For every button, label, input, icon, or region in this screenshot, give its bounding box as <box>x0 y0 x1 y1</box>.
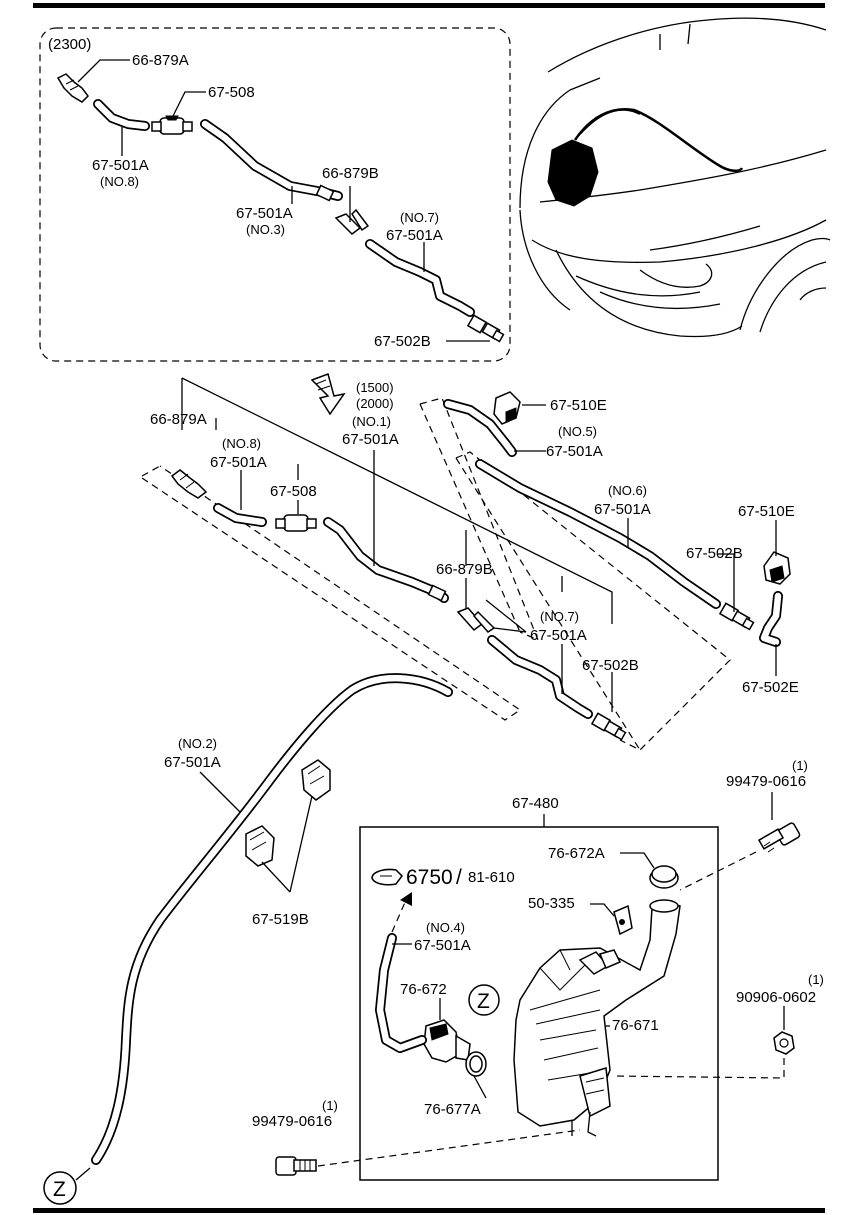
tank-76-671 <box>513 899 681 1137</box>
middle-hose-group: (1500) (2000) (NO.1) 67-501A 66-879A (NO… <box>141 373 799 751</box>
label-67-519b: 67-519B <box>252 911 309 928</box>
label-variant-1500: (1500) <box>356 380 394 395</box>
label-ref-slash: / <box>456 866 462 889</box>
label-66-879b: 66-879B <box>322 165 379 182</box>
connection-z-inside <box>468 984 500 1016</box>
top-border <box>33 3 825 8</box>
label-no1: (NO.1) <box>352 414 391 429</box>
clip-67-519b-upper <box>301 759 331 801</box>
label-76-672a: 76-672A <box>548 845 605 862</box>
label-no2: (NO.2) <box>178 736 217 751</box>
label-z-inside: Z <box>477 990 490 1013</box>
label-66-879a-mid: 66-879A <box>150 411 207 428</box>
label-67-501a-no2: 67-501A <box>164 754 221 771</box>
label-ref-81-610: 81-610 <box>468 869 515 886</box>
nozzle-67-510e-right <box>763 551 791 585</box>
variant-2300-dashed-box <box>39 27 511 362</box>
bottom-border <box>33 1208 825 1213</box>
nut-90906-0602 <box>773 1031 795 1055</box>
joint-66-879b-top <box>334 208 370 235</box>
label-no3: (NO.3) <box>246 222 285 237</box>
label-67-501a-no6: 67-501A <box>594 501 651 518</box>
label-66-879a: 66-879A <box>132 52 189 69</box>
direction-arrow <box>310 373 346 416</box>
ref-arrow-icon <box>371 868 403 886</box>
label-67-502b-mid: 67-502B <box>582 657 639 674</box>
bolt-99479-0616-upper <box>757 822 801 853</box>
label-qty-bolt-lower: (1) <box>322 1098 338 1113</box>
label-qty-nut: (1) <box>808 972 824 987</box>
label-variant-2000: (2000) <box>356 396 394 411</box>
label-67-501a-no5: 67-501A <box>546 443 603 460</box>
bolt-99479-0616-lower <box>275 1156 317 1176</box>
check-valve-67-508-top <box>151 115 193 135</box>
check-valve-67-508-mid <box>275 514 317 532</box>
joint-66-879a-top <box>56 73 89 103</box>
clip-67-519b-lower <box>245 825 275 867</box>
connection-z-bottom <box>43 1171 77 1205</box>
grommet-76-677a <box>465 1051 487 1077</box>
label-66-879b-mid: 66-879B <box>436 561 493 578</box>
bracket-50-335 <box>613 904 633 936</box>
label-no8: (NO.8) <box>100 174 139 189</box>
label-99479-0616-lower: 99479-0616 <box>252 1113 332 1130</box>
cap-76-672a <box>649 865 679 889</box>
label-50-335: 50-335 <box>528 895 575 912</box>
label-z-bottom: Z <box>53 1178 66 1201</box>
label-67-502b-right: 67-502B <box>686 545 743 562</box>
label-67-501a-no8-mid: 67-501A <box>210 454 267 471</box>
pump-76-672 <box>423 1019 471 1063</box>
joint-66-879a-mid <box>170 469 208 499</box>
label-no6: (NO.6) <box>608 483 647 498</box>
label-no7-mid: (NO.7) <box>540 609 579 624</box>
label-67-501a-no7: 67-501A <box>386 227 443 244</box>
label-no5: (NO.5) <box>558 424 597 439</box>
label-no8-mid: (NO.8) <box>222 436 261 451</box>
label-67-510e-right: 67-510E <box>738 503 795 520</box>
washer-tank-box <box>359 826 719 1181</box>
bottom-group: Z <box>43 673 824 1205</box>
label-67-501a-no4: 67-501A <box>414 937 471 954</box>
joint-66-879b-mid <box>456 607 496 633</box>
joint-67-502b-top <box>466 314 505 343</box>
nozzle-67-510e-upper <box>493 391 521 425</box>
label-67-501a-no8: 67-501A <box>92 157 149 174</box>
label-qty-bolt-upper: (1) <box>792 758 808 773</box>
label-76-677a: 76-677A <box>424 1101 481 1118</box>
label-67-502b: 67-502B <box>374 333 431 350</box>
label-no4: (NO.4) <box>426 920 465 935</box>
car-front-illustration <box>519 17 831 338</box>
variant-2300-group: (2300) <box>39 27 511 362</box>
label-90906-0602: 90906-0602 <box>736 989 816 1006</box>
label-67-501a-no3: 67-501A <box>236 205 293 222</box>
label-76-671: 76-671 <box>612 1017 659 1034</box>
label-67-480: 67-480 <box>512 795 559 812</box>
joint-67-502b-mid <box>590 712 627 741</box>
label-67-510e-upper: 67-510E <box>550 397 607 414</box>
joint-67-502b-right <box>718 602 755 631</box>
label-67-508-mid: 67-508 <box>270 483 317 500</box>
label-67-502e: 67-502E <box>742 679 799 696</box>
variant-2300-label: (2300) <box>48 36 91 53</box>
label-67-501a-no7-mid: 67-501A <box>530 627 587 644</box>
label-99479-0616-upper: 99479-0616 <box>726 773 806 790</box>
label-67-501a-no1: 67-501A <box>342 431 399 448</box>
label-no7: (NO.7) <box>400 210 439 225</box>
label-67-508: 67-508 <box>208 84 255 101</box>
label-76-672: 76-672 <box>400 981 447 998</box>
label-ref-6750: 6750 <box>406 866 453 889</box>
